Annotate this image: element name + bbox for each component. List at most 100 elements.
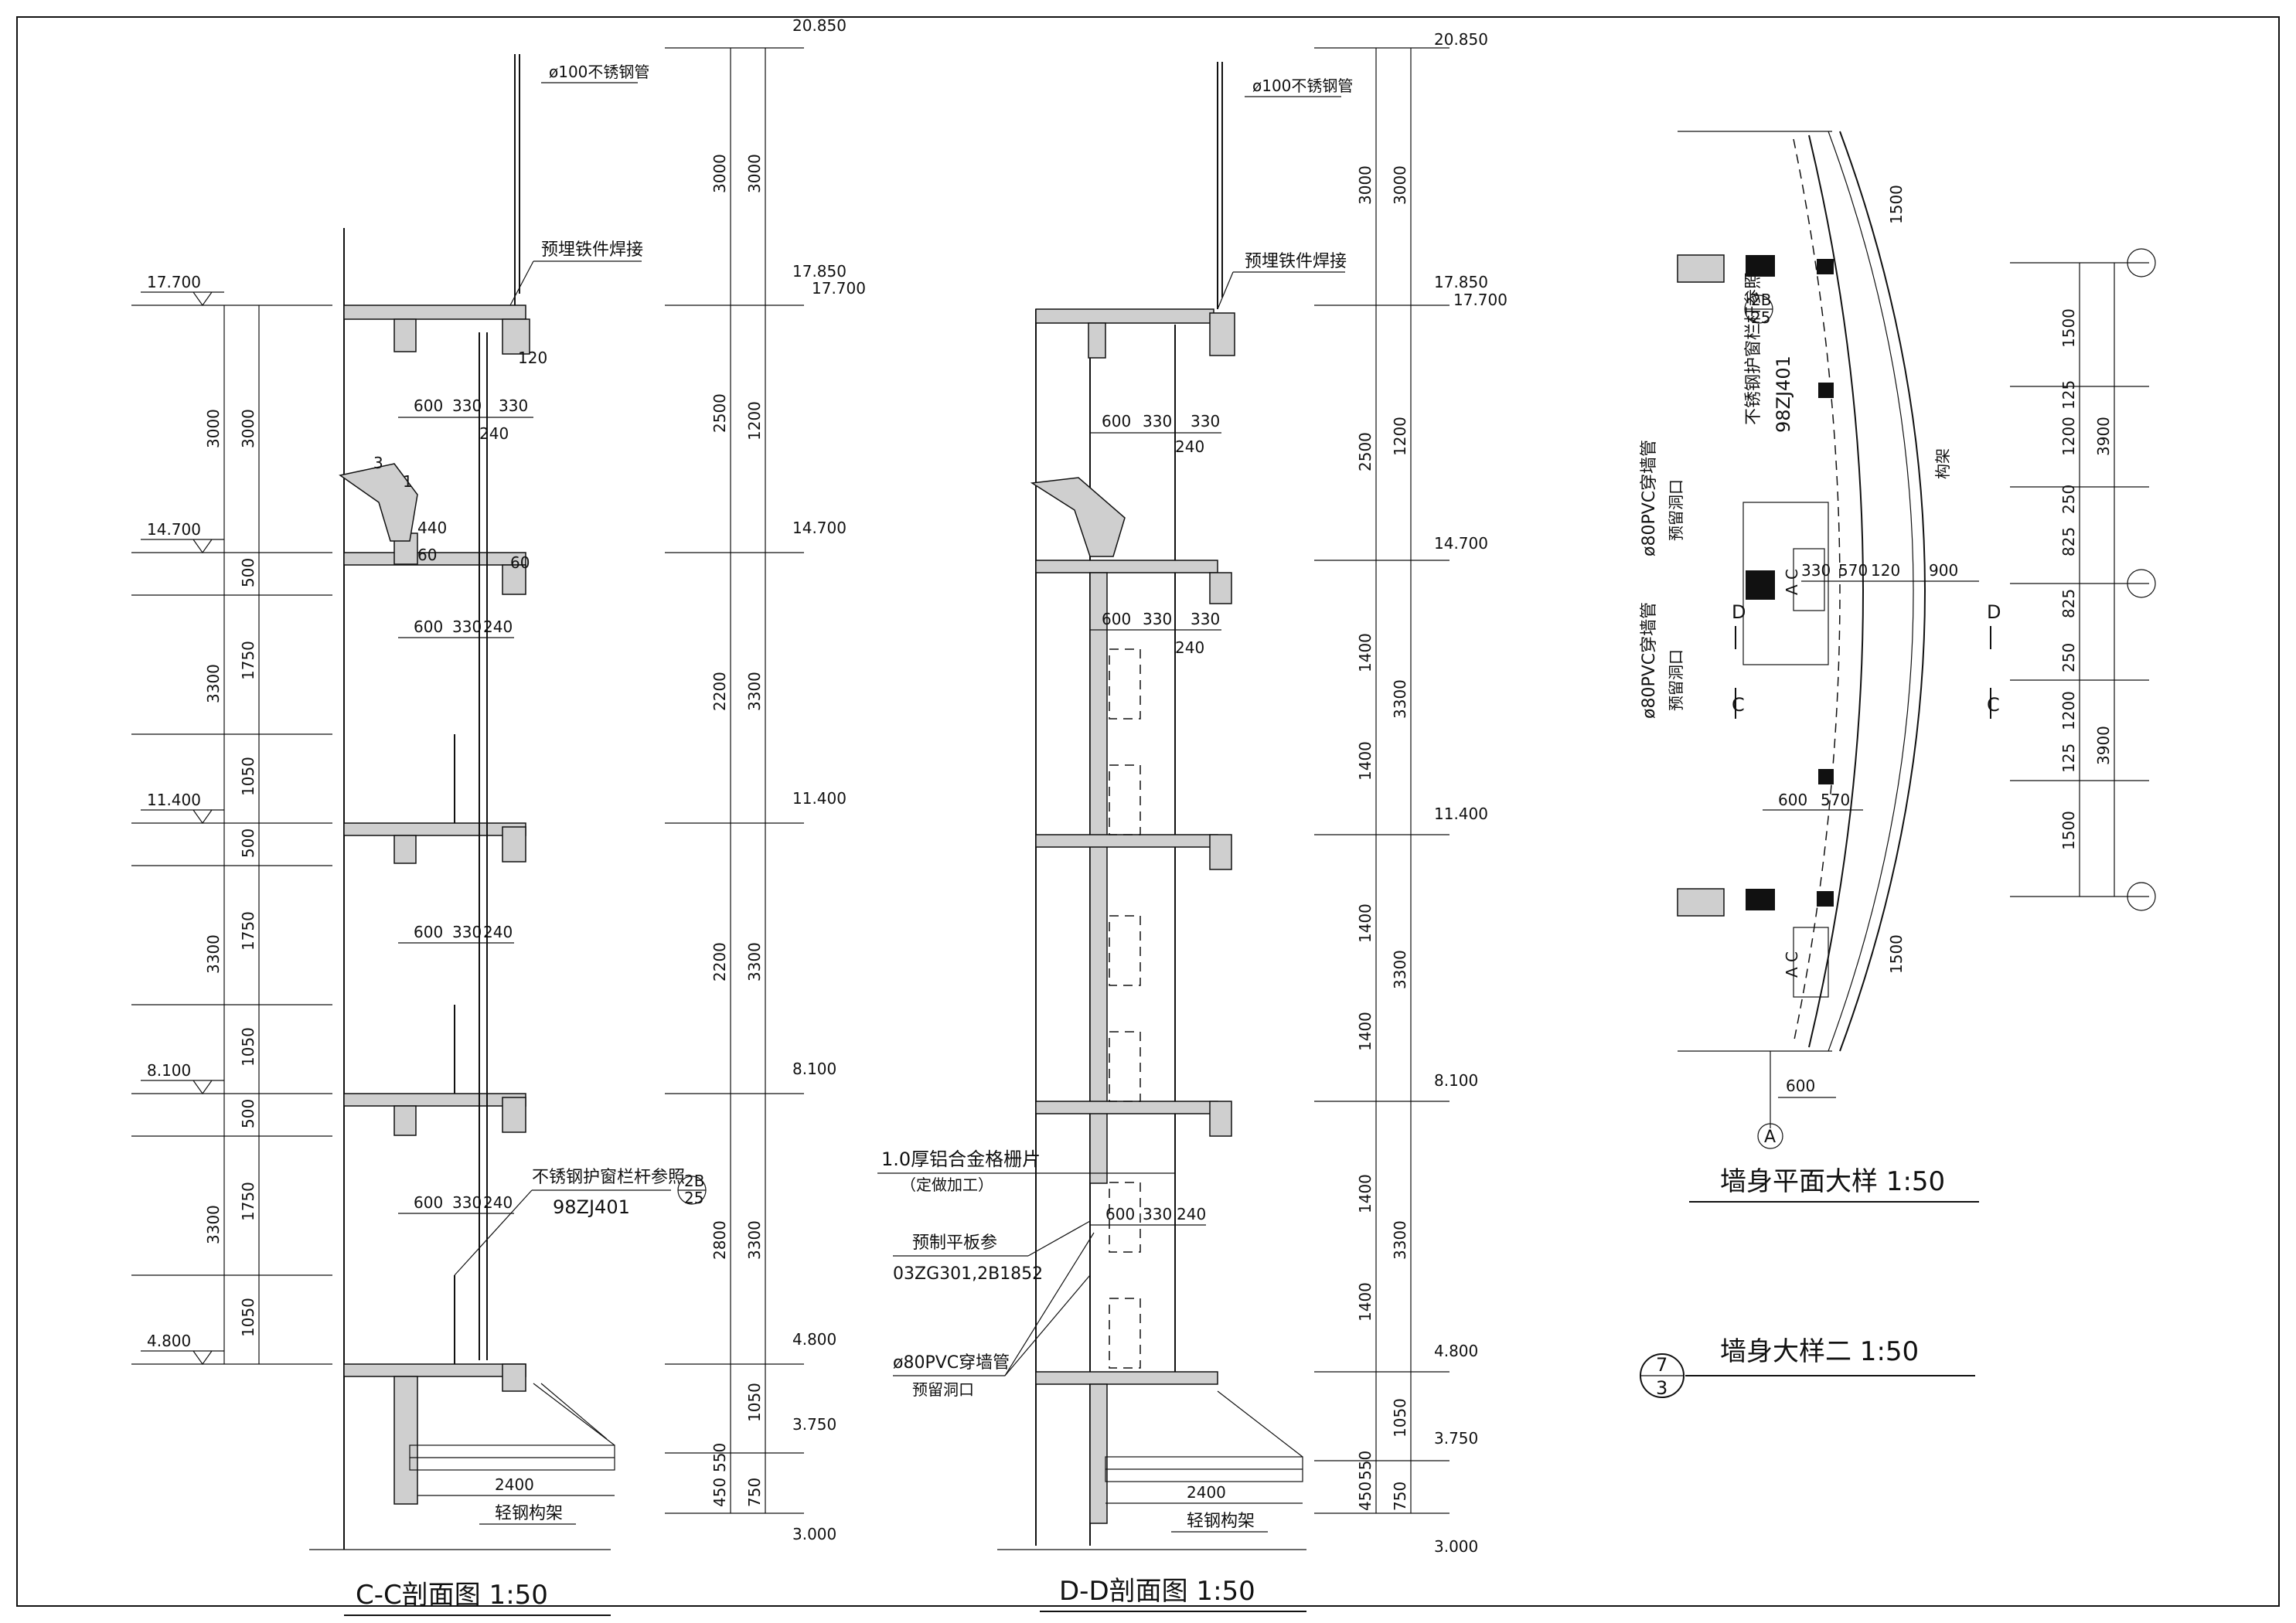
- svg-text:1500: 1500: [1887, 934, 1906, 974]
- svg-text:1750: 1750: [239, 911, 257, 951]
- svg-text:1750: 1750: [239, 1182, 257, 1221]
- svg-text:600: 600: [414, 618, 443, 636]
- svg-text:240: 240: [1175, 437, 1204, 456]
- svg-text:1200: 1200: [1391, 417, 1409, 456]
- svg-text:4.800: 4.800: [792, 1330, 836, 1349]
- svg-text:11.400: 11.400: [792, 789, 847, 808]
- plan-outer-arc: [1839, 131, 1926, 1052]
- plan-column: [1742, 502, 1829, 665]
- cc-elev-4800: 4.800: [147, 1332, 191, 1350]
- svg-text:330: 330: [1191, 412, 1220, 430]
- svg-text:3300: 3300: [745, 942, 764, 982]
- plan-pvc-1: ø80PVC穿墙管: [1640, 440, 1659, 556]
- plan-rail-ref: 98ZJ401: [1773, 356, 1794, 433]
- svg-text:3.000: 3.000: [792, 1525, 836, 1543]
- svg-text:2200: 2200: [710, 942, 729, 982]
- svg-text:500: 500: [239, 558, 257, 587]
- dd-section-title: D-D剖面图 1:50: [1059, 1576, 1255, 1607]
- cc-elev-11400: 11.400: [147, 791, 201, 809]
- svg-text:550: 550: [710, 1443, 729, 1472]
- dd-pvc-sub: 预留洞口: [912, 1380, 974, 1399]
- svg-text:600: 600: [1786, 1077, 1815, 1095]
- svg-text:570: 570: [1821, 791, 1850, 809]
- svg-text:900: 900: [1929, 561, 1958, 580]
- cc-pipe-label: ø100不锈钢管: [549, 63, 649, 81]
- svg-text:8.100: 8.100: [1434, 1071, 1478, 1090]
- svg-text:240: 240: [1175, 638, 1204, 657]
- svg-text:330: 330: [1801, 561, 1831, 580]
- svg-text:3000: 3000: [710, 154, 729, 193]
- svg-text:25: 25: [1751, 308, 1770, 327]
- svg-text:550: 550: [1356, 1451, 1375, 1480]
- plan-mark-c2: C: [1987, 694, 2000, 716]
- svg-text:2200: 2200: [710, 672, 729, 711]
- svg-text:250: 250: [2059, 643, 2078, 672]
- svg-text:2B: 2B: [684, 1172, 704, 1190]
- svg-text:1400: 1400: [1356, 903, 1375, 943]
- svg-text:1400: 1400: [1356, 1012, 1375, 1051]
- dd-right-elevations: 20.850 17.850 17.700 14.700 11.400 8.100…: [1434, 30, 1507, 1556]
- svg-text:240: 240: [483, 1193, 513, 1212]
- plan-detail: A C A C D D C C 不锈钢护窗栏杆参照 98ZJ401 2B 25 …: [1640, 131, 2156, 1203]
- svg-text:3: 3: [1656, 1377, 1667, 1399]
- svg-text:17.850: 17.850: [1434, 273, 1488, 291]
- svg-text:17.850: 17.850: [792, 262, 847, 281]
- cc-section: 17.700 14.700 11.400 8.100 4.800 3000 30…: [131, 16, 866, 1616]
- svg-text:330: 330: [452, 618, 482, 636]
- cc-elev-14700: 14.700: [147, 520, 201, 539]
- svg-text:60: 60: [510, 553, 530, 572]
- svg-text:240: 240: [1177, 1205, 1206, 1223]
- cc-left-dims: 3000 3000 500 1750 3300 1050 500 1750 33…: [204, 409, 257, 1337]
- svg-text:120: 120: [1871, 561, 1900, 580]
- svg-text:600: 600: [1778, 791, 1807, 809]
- svg-text:1500: 1500: [2059, 308, 2078, 348]
- sheet-border: [16, 16, 2280, 1607]
- svg-text:1500: 1500: [1887, 185, 1906, 224]
- svg-text:440: 440: [417, 519, 447, 537]
- svg-text:125: 125: [2059, 743, 2078, 773]
- svg-text:240: 240: [483, 618, 513, 636]
- svg-text:3300: 3300: [745, 1220, 764, 1260]
- svg-text:预留洞口: 预留洞口: [1667, 649, 1685, 711]
- svg-text:8.100: 8.100: [792, 1060, 836, 1078]
- svg-text:1050: 1050: [239, 1298, 257, 1337]
- svg-text:20.850: 20.850: [792, 16, 847, 35]
- svg-text:2500: 2500: [1356, 432, 1375, 471]
- svg-text:3300: 3300: [1391, 679, 1409, 719]
- svg-text:14.700: 14.700: [1434, 534, 1488, 553]
- svg-text:3000: 3000: [1356, 165, 1375, 205]
- svg-text:500: 500: [239, 829, 257, 858]
- dd-louvers: [1109, 648, 1141, 1369]
- svg-text:2400: 2400: [1187, 1483, 1226, 1502]
- svg-text:3.750: 3.750: [792, 1415, 836, 1434]
- svg-text:330: 330: [1143, 610, 1172, 628]
- dd-slab-label: 预制平板参: [912, 1233, 997, 1253]
- svg-text:600: 600: [1102, 412, 1131, 430]
- svg-text:7: 7: [1656, 1354, 1667, 1376]
- svg-text:3000: 3000: [745, 154, 764, 193]
- svg-text:1500: 1500: [2059, 811, 2078, 850]
- svg-text:1750: 1750: [239, 641, 257, 680]
- svg-text:1200: 1200: [2059, 691, 2078, 730]
- svg-text:330: 330: [452, 1193, 482, 1212]
- svg-text:11.400: 11.400: [1434, 805, 1488, 823]
- cc-right-elevations: 20.850 17.850 17.700 14.700 11.400 8.100…: [792, 16, 866, 1543]
- svg-text:3300: 3300: [204, 934, 223, 974]
- svg-text:3900: 3900: [2094, 726, 2113, 765]
- dd-slab-ref: 03ZG301,2B1852: [893, 1264, 1043, 1284]
- svg-text:1200: 1200: [2059, 417, 2078, 456]
- svg-text:17.700: 17.700: [1453, 291, 1507, 309]
- svg-text:750: 750: [745, 1478, 764, 1507]
- cc-elev-8100: 8.100: [147, 1061, 191, 1080]
- svg-text:600: 600: [414, 1193, 443, 1212]
- cc-elev-17700: 17.700: [147, 273, 201, 291]
- svg-text:450: 450: [1356, 1482, 1375, 1511]
- svg-text:600: 600: [414, 396, 443, 415]
- svg-text:1400: 1400: [1356, 1174, 1375, 1213]
- svg-text:2400: 2400: [495, 1475, 534, 1494]
- svg-text:750: 750: [1391, 1482, 1409, 1511]
- svg-text:600: 600: [414, 923, 443, 941]
- svg-text:330: 330: [1191, 610, 1220, 628]
- svg-text:1050: 1050: [239, 757, 257, 796]
